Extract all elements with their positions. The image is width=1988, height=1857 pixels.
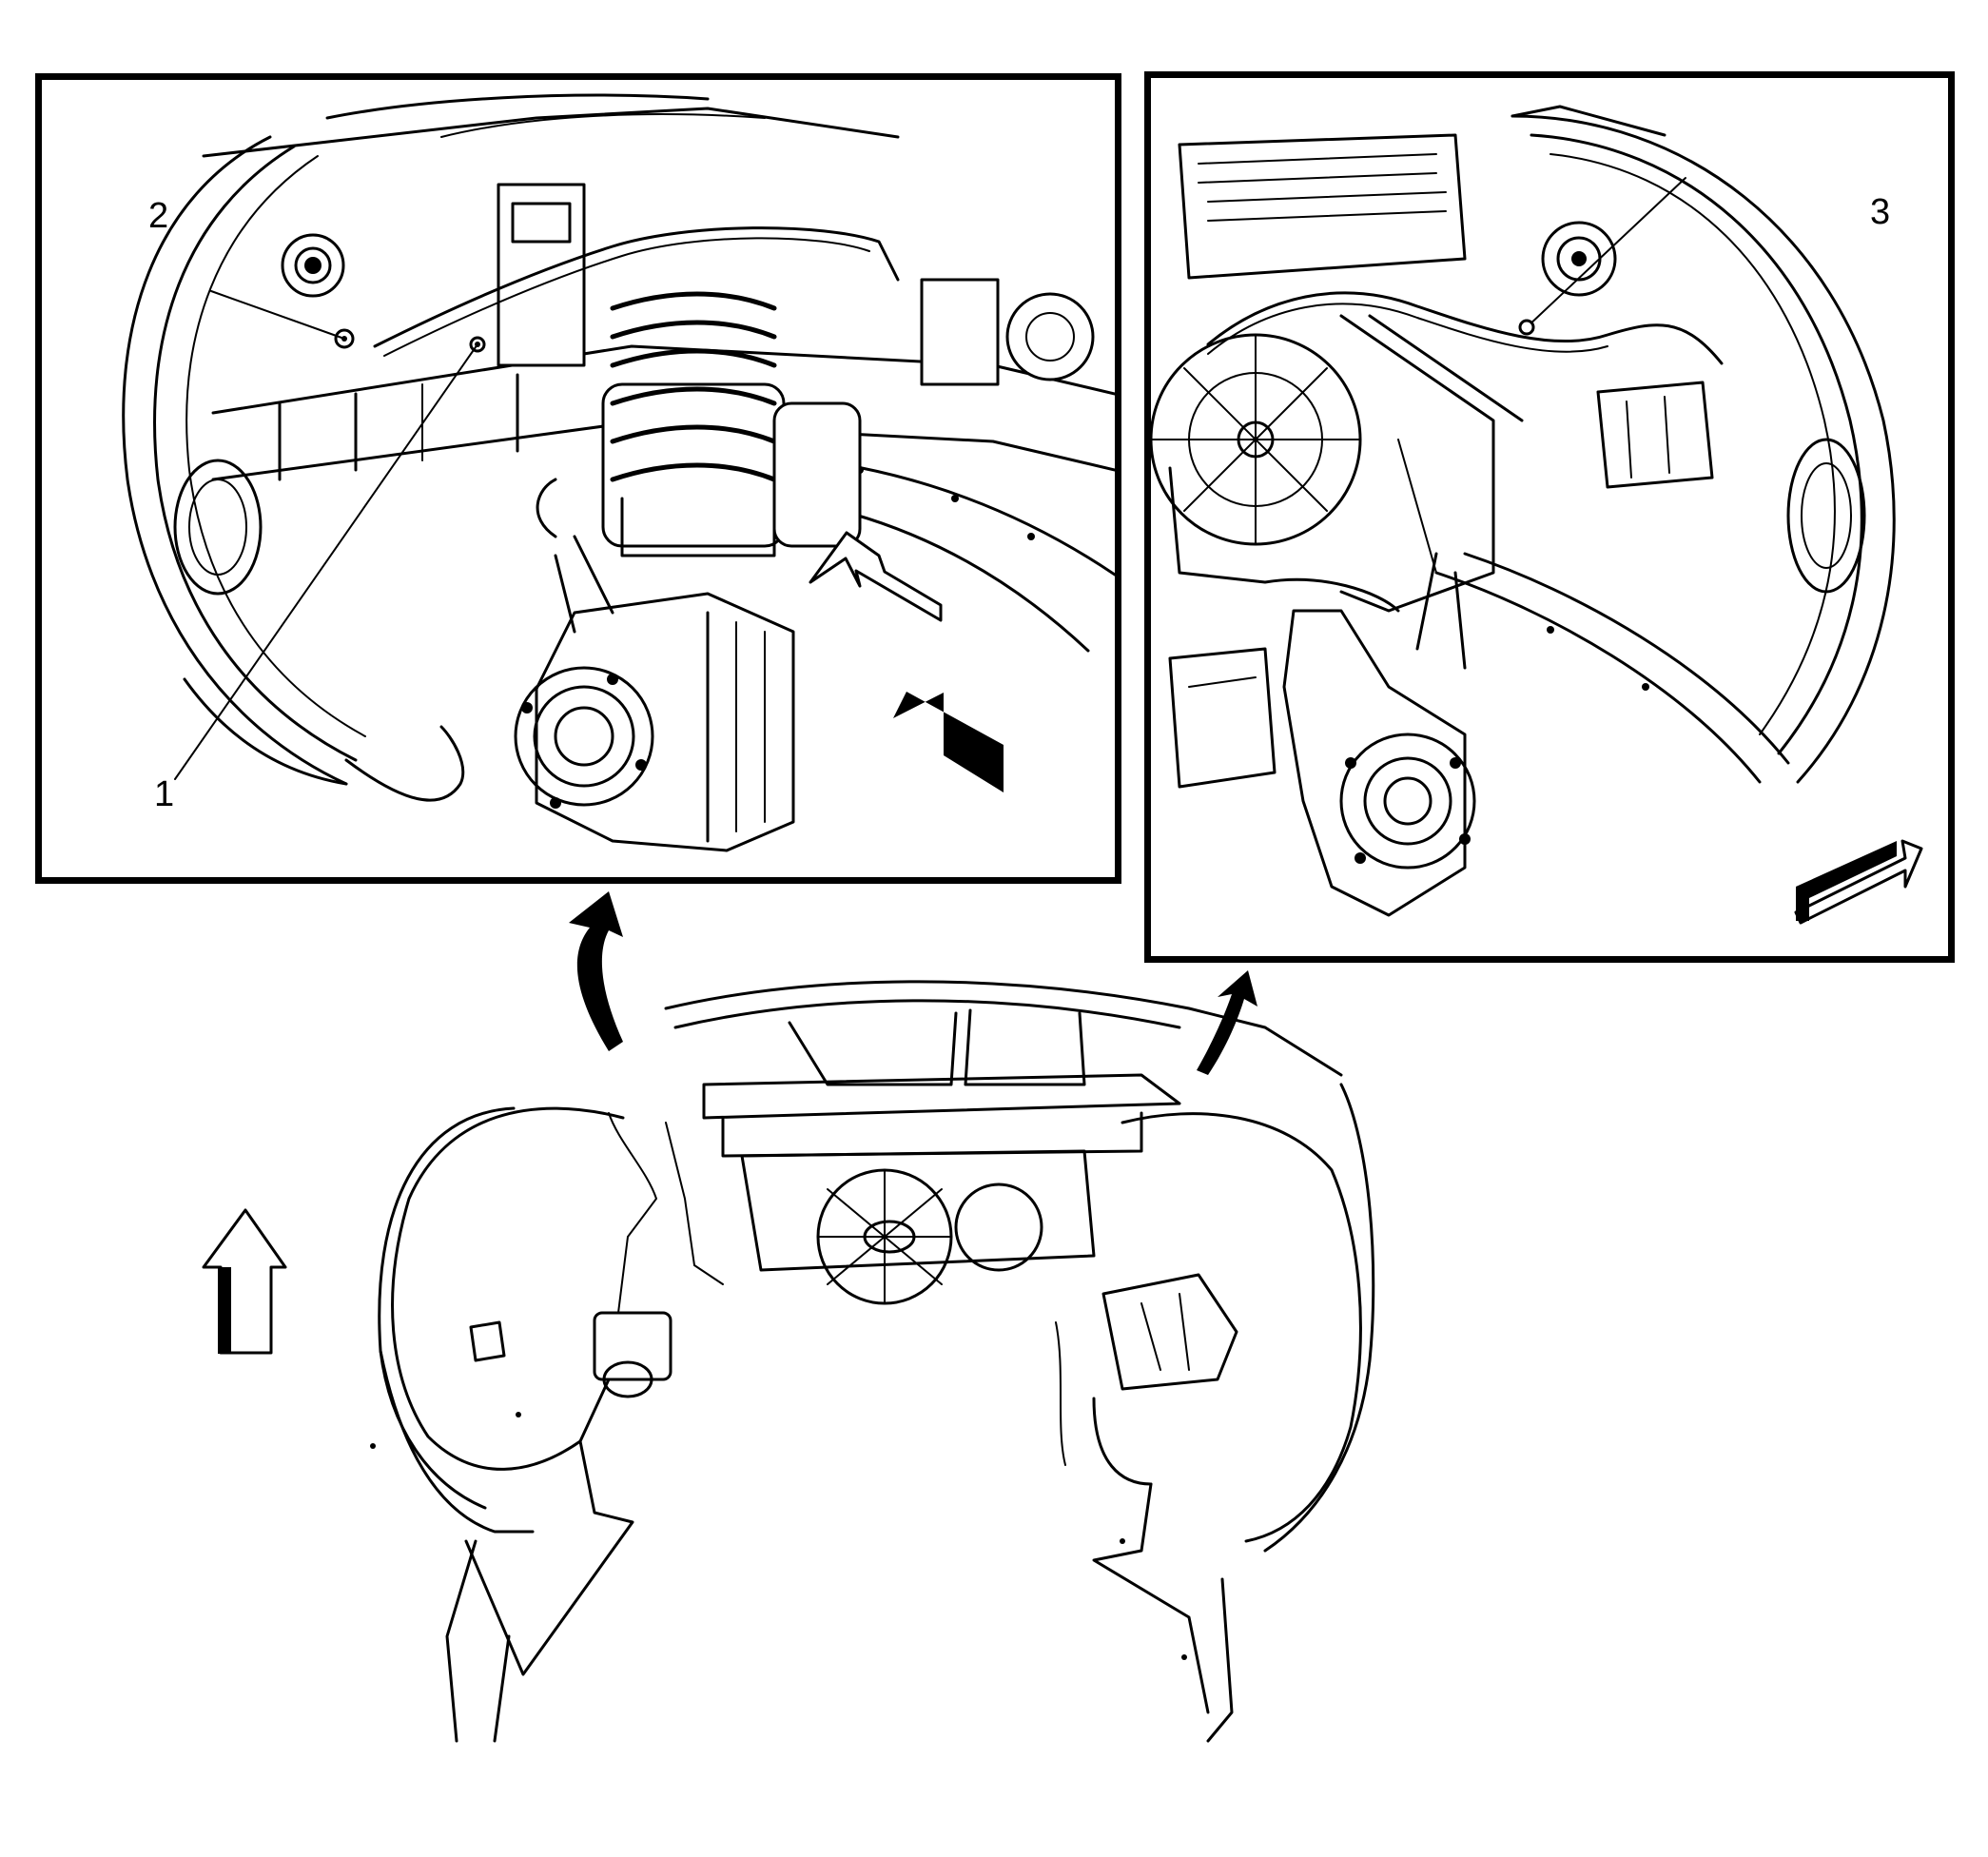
view-direction-arrow-icon xyxy=(1794,839,1923,925)
curved-arrow-left-icon xyxy=(569,891,623,1051)
callout-1: 1 xyxy=(154,774,175,814)
wheel-hub xyxy=(514,535,795,852)
right-wheelhouse-drawing xyxy=(1151,105,1923,925)
left-detail-inset: 2 1 xyxy=(35,73,1121,884)
wheel-hub xyxy=(1282,552,1476,917)
callout-3-leader xyxy=(1526,177,1686,328)
callout-2-leader xyxy=(210,290,345,340)
callout-2: 2 xyxy=(148,196,169,236)
coil-spring xyxy=(601,291,786,557)
left-wheelhouse-drawing xyxy=(122,93,1115,852)
callout-3: 3 xyxy=(1870,192,1891,232)
right-detail-inset: 3 xyxy=(1144,71,1955,963)
view-direction-arrow-icon xyxy=(809,531,1004,792)
front-orientation-arrow-icon xyxy=(202,1208,287,1355)
curved-arrow-right-icon xyxy=(1197,970,1257,1075)
callout-1-leader xyxy=(174,343,478,780)
